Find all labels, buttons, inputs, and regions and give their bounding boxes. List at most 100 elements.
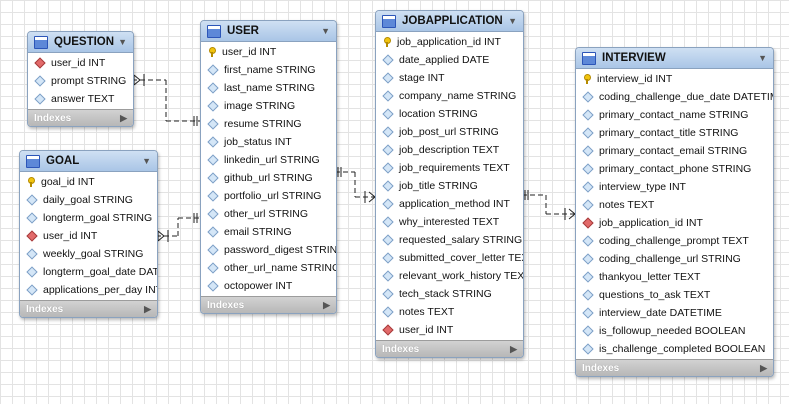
table-header[interactable]: JOBAPPLICATION▼ (376, 11, 523, 32)
column-icon (207, 154, 219, 166)
column-label: linkedin_url STRING (224, 154, 320, 166)
column-row[interactable]: is_challenge_completed BOOLEAN (576, 340, 773, 358)
column-row[interactable]: interview_id INT (576, 70, 773, 88)
table-user[interactable]: USER▼user_id INT first_name STRING last_na… (200, 20, 337, 314)
table-header[interactable]: USER▼ (201, 21, 336, 42)
column-row[interactable]: requested_salary STRING (376, 231, 523, 249)
column-row[interactable]: portfolio_url STRING (201, 187, 336, 205)
column-icon (382, 288, 394, 300)
column-row[interactable]: resume STRING (201, 115, 336, 133)
collapse-triangle-icon[interactable]: ▼ (758, 53, 767, 63)
column-row[interactable]: location STRING (376, 105, 523, 123)
column-row[interactable]: job_application_id INT (576, 214, 773, 232)
column-row[interactable]: email STRING (201, 223, 336, 241)
expand-arrow-icon[interactable]: ▶ (323, 299, 330, 310)
column-row[interactable]: job_post_url STRING (376, 123, 523, 141)
column-row[interactable]: tech_stack STRING (376, 285, 523, 303)
expand-arrow-icon[interactable]: ▶ (510, 343, 517, 354)
indexes-section[interactable]: Indexes▶ (28, 109, 133, 126)
column-row[interactable]: daily_goal STRING (20, 191, 157, 209)
column-row[interactable]: image STRING (201, 97, 336, 115)
table-icon (207, 24, 221, 38)
column-row[interactable]: job_status INT (201, 133, 336, 151)
table-name: QUESTION (54, 36, 115, 48)
column-row[interactable]: primary_contact_phone STRING (576, 160, 773, 178)
column-row[interactable]: notes TEXT (376, 303, 523, 321)
indexes-section[interactable]: Indexes▶ (201, 296, 336, 313)
column-row[interactable]: submitted_cover_letter TEXT (376, 249, 523, 267)
collapse-triangle-icon[interactable]: ▼ (142, 156, 151, 166)
column-icon (207, 100, 219, 112)
column-row[interactable]: longterm_goal STRING (20, 209, 157, 227)
indexes-section[interactable]: Indexes▶ (20, 300, 157, 317)
column-row[interactable]: primary_contact_email STRING (576, 142, 773, 160)
expand-arrow-icon[interactable]: ▶ (760, 362, 767, 373)
column-row[interactable]: why_interested TEXT (376, 213, 523, 231)
column-row[interactable]: coding_challenge_url STRING (576, 250, 773, 268)
column-row[interactable]: job_requirements TEXT (376, 159, 523, 177)
column-row[interactable]: linkedin_url STRING (201, 151, 336, 169)
column-row[interactable]: job_title STRING (376, 177, 523, 195)
column-row[interactable]: notes TEXT (576, 196, 773, 214)
column-row[interactable]: octopower INT (201, 277, 336, 295)
column-icon (582, 271, 594, 283)
column-row[interactable]: user_id INT (28, 54, 133, 72)
column-icon (382, 54, 394, 66)
indexes-section[interactable]: Indexes▶ (376, 340, 523, 357)
column-icon (207, 82, 219, 94)
collapse-triangle-icon[interactable]: ▼ (321, 26, 330, 36)
column-row[interactable]: last_name STRING (201, 79, 336, 97)
table-header[interactable]: QUESTION▼ (28, 32, 133, 53)
column-icon (207, 64, 219, 76)
column-row[interactable]: longterm_goal_date DATE (20, 263, 157, 281)
column-row[interactable]: primary_contact_name STRING (576, 106, 773, 124)
table-header[interactable]: INTERVIEW▼ (576, 48, 773, 69)
column-row[interactable]: interview_date DATETIME (576, 304, 773, 322)
column-row[interactable]: first_name STRING (201, 61, 336, 79)
column-row[interactable]: user_id INT (20, 227, 157, 245)
expand-arrow-icon[interactable]: ▶ (144, 303, 151, 314)
primary-key-icon (27, 177, 35, 187)
column-row[interactable]: github_url STRING (201, 169, 336, 187)
column-row[interactable]: stage INT (376, 69, 523, 87)
column-row[interactable]: coding_challenge_due_date DATETIME (576, 88, 773, 106)
column-label: first_name STRING (224, 64, 316, 76)
column-row[interactable]: user_id INT (201, 43, 336, 61)
column-row[interactable]: applications_per_day INT (20, 281, 157, 299)
table-header[interactable]: GOAL▼ (20, 151, 157, 172)
column-row[interactable]: prompt STRING (28, 72, 133, 90)
column-row[interactable]: answer TEXT (28, 90, 133, 108)
collapse-triangle-icon[interactable]: ▼ (508, 16, 517, 26)
column-row[interactable]: other_url_name STRING (201, 259, 336, 277)
column-icon (382, 270, 394, 282)
column-row[interactable]: goal_id INT (20, 173, 157, 191)
collapse-triangle-icon[interactable]: ▼ (118, 37, 127, 47)
column-icon (207, 136, 219, 148)
column-row[interactable]: is_followup_needed BOOLEAN (576, 322, 773, 340)
column-row[interactable]: company_name STRING (376, 87, 523, 105)
column-row[interactable]: questions_to_ask TEXT (576, 286, 773, 304)
column-row[interactable]: thankyou_letter TEXT (576, 268, 773, 286)
column-row[interactable]: date_applied DATE (376, 51, 523, 69)
column-row[interactable]: other_url STRING (201, 205, 336, 223)
expand-arrow-icon[interactable]: ▶ (120, 112, 127, 123)
column-row[interactable]: user_id INT (376, 321, 523, 339)
column-label: submitted_cover_letter TEXT (399, 252, 524, 264)
column-row[interactable]: interview_type INT (576, 178, 773, 196)
column-row[interactable]: primary_contact_title STRING (576, 124, 773, 142)
column-row[interactable]: coding_challenge_prompt TEXT (576, 232, 773, 250)
column-row[interactable]: application_method INT (376, 195, 523, 213)
column-row[interactable]: job_description TEXT (376, 141, 523, 159)
column-label: job_status INT (224, 136, 292, 148)
indexes-section[interactable]: Indexes▶ (576, 359, 773, 376)
column-row[interactable]: password_digest STRING (201, 241, 336, 259)
column-icon (207, 280, 219, 292)
column-row[interactable]: relevant_work_history TEXT (376, 267, 523, 285)
column-row[interactable]: weekly_goal STRING (20, 245, 157, 263)
column-icon (582, 343, 594, 355)
column-row[interactable]: job_application_id INT (376, 33, 523, 51)
